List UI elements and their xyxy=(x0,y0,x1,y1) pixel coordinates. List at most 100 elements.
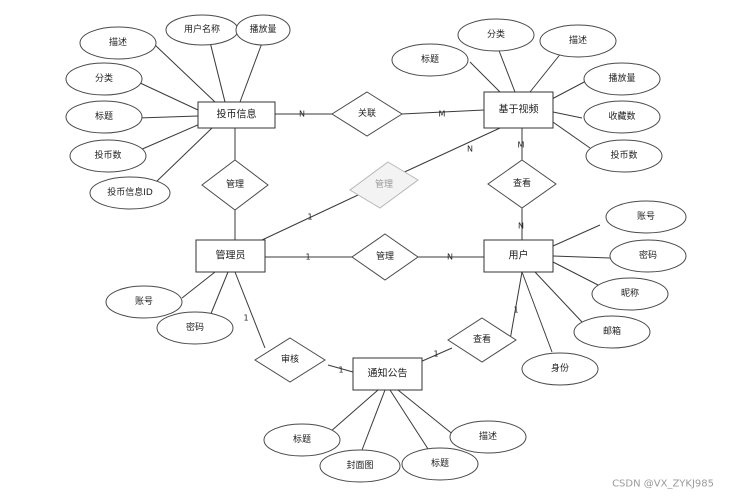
attribute-label: 标题 xyxy=(293,433,311,445)
attribute-ellipse[interactable]: 描述 xyxy=(449,420,527,454)
attribute-label: 邮箱 xyxy=(603,325,621,337)
relationships: 关联 管理 管理 管理 查看 审核 查看 xyxy=(201,91,557,383)
attribute-ellipse[interactable]: 描述 xyxy=(539,24,617,58)
attribute-ellipse[interactable]: 分类 xyxy=(65,62,143,96)
edge xyxy=(361,389,386,451)
attribute-label: 播放量 xyxy=(608,72,635,84)
attribute-label: 标题 xyxy=(95,110,113,122)
attributes: 描述 用户名称 播放量 分类 标题 投币数 投币信息ID 标题 xyxy=(65,14,687,483)
relationship-view-notice[interactable]: 查看 xyxy=(447,317,517,363)
edge xyxy=(552,261,599,286)
attribute-ellipse[interactable]: 播放量 xyxy=(583,62,661,96)
attribute-ellipse[interactable]: 账号 xyxy=(105,285,183,319)
edge xyxy=(154,44,216,103)
edge xyxy=(469,61,501,93)
cardinalities: N M N 1 1 N M N 1 1 1 1 xyxy=(243,110,524,375)
cardinality-label: 1 xyxy=(433,350,438,359)
attribute-ellipse[interactable]: 分类 xyxy=(457,18,535,52)
attribute-ellipse[interactable]: 身份 xyxy=(521,352,599,386)
cardinality-label: N xyxy=(518,222,524,231)
entity-user[interactable]: 用户 xyxy=(483,239,554,273)
edge xyxy=(209,271,229,317)
attribute-label: 描述 xyxy=(479,430,497,442)
edge xyxy=(181,271,216,299)
attribute-label: 收藏数 xyxy=(608,110,635,122)
attribute-label: 标题 xyxy=(421,53,439,65)
cardinality-label: 1 xyxy=(513,306,518,315)
edge xyxy=(397,389,456,437)
attribute-ellipse[interactable]: 邮箱 xyxy=(573,315,651,349)
attribute-ellipse[interactable]: 账号 xyxy=(605,200,687,234)
entity-coin-info[interactable]: 投币信息 xyxy=(197,101,276,129)
cardinality-label: N xyxy=(447,253,453,262)
relationship-manage-video[interactable]: 管理 xyxy=(349,161,419,209)
edge xyxy=(401,109,485,115)
attribute-ellipse[interactable]: 收藏数 xyxy=(583,100,661,134)
edge xyxy=(497,47,516,93)
edge xyxy=(419,347,453,363)
attribute-label: 标题 xyxy=(431,457,449,469)
attribute-label: 封面图 xyxy=(346,459,373,471)
attribute-ellipse[interactable]: 投币数 xyxy=(69,139,147,173)
attribute-ellipse[interactable]: 密码 xyxy=(609,239,687,273)
attribute-ellipse[interactable]: 投币数 xyxy=(585,139,663,173)
attribute-label: 密码 xyxy=(186,321,204,333)
attribute-label: 用户名称 xyxy=(184,23,220,35)
attribute-label: 账号 xyxy=(135,296,153,307)
edge xyxy=(552,255,611,259)
attribute-label: 账号 xyxy=(637,211,655,222)
attribute-label: 分类 xyxy=(487,28,505,40)
entity-video[interactable]: 基于视频 xyxy=(483,91,554,129)
entity-label: 投币信息 xyxy=(217,108,257,121)
relationship-manage-coin[interactable]: 管理 xyxy=(201,159,269,211)
relationship-audit[interactable]: 审核 xyxy=(254,337,326,383)
relationship-label: 管理 xyxy=(376,250,394,262)
edge xyxy=(137,115,199,119)
edge xyxy=(549,119,591,149)
attribute-label: 播放量 xyxy=(249,23,276,35)
edge xyxy=(139,123,201,151)
relationship-view-video[interactable]: 查看 xyxy=(487,159,557,209)
entity-label: 通知公告 xyxy=(368,367,408,380)
relationship-associate[interactable]: 关联 xyxy=(331,91,403,137)
edge xyxy=(521,271,553,353)
entities: 投币信息 基于视频 管理员 用户 通知公告 xyxy=(195,91,554,391)
attribute-ellipse[interactable]: 标题 xyxy=(391,43,469,77)
attribute-ellipse[interactable]: 标题 xyxy=(65,100,143,134)
edge xyxy=(397,127,501,176)
relationship-label: 关联 xyxy=(358,107,376,119)
attribute-label: 分类 xyxy=(95,72,113,84)
cardinality-label: M xyxy=(439,110,446,119)
relationship-manage-user[interactable]: 管理 xyxy=(351,233,419,281)
cardinality-label: 1 xyxy=(307,213,312,222)
relationship-label: 管理 xyxy=(375,178,393,190)
attribute-ellipse[interactable]: 标题 xyxy=(401,447,479,481)
attribute-ellipse[interactable]: 标题 xyxy=(263,423,341,457)
attribute-ellipse[interactable]: 封面图 xyxy=(319,449,401,483)
attribute-ellipse[interactable]: 播放量 xyxy=(235,14,291,46)
entity-admin[interactable]: 管理员 xyxy=(195,239,266,273)
attribute-ellipse[interactable]: 描述 xyxy=(79,26,157,60)
entity-label: 基于视频 xyxy=(499,103,539,116)
edge xyxy=(137,81,199,111)
attribute-label: 描述 xyxy=(109,36,127,48)
cardinality-label: N xyxy=(467,145,473,154)
edge xyxy=(327,364,354,373)
relationship-label: 查看 xyxy=(473,333,491,345)
edge xyxy=(261,194,359,241)
edge xyxy=(552,111,583,119)
relationship-label: 管理 xyxy=(226,178,244,190)
edge xyxy=(209,41,226,103)
relationship-label: 查看 xyxy=(513,177,531,189)
edge xyxy=(509,271,523,341)
attribute-ellipse[interactable]: 昵称 xyxy=(591,277,669,311)
attribute-label: 描述 xyxy=(569,34,587,46)
attribute-ellipse[interactable]: 密码 xyxy=(156,311,234,345)
attribute-ellipse[interactable]: 投币信息ID xyxy=(89,176,171,210)
attribute-ellipse[interactable]: 用户名称 xyxy=(165,14,239,46)
entity-notice[interactable]: 通知公告 xyxy=(352,357,423,391)
cardinality-label: M xyxy=(518,141,525,150)
watermark: CSDN @VX_ZYKJ985 xyxy=(612,479,714,490)
attribute-label: 投币信息ID xyxy=(107,186,153,198)
